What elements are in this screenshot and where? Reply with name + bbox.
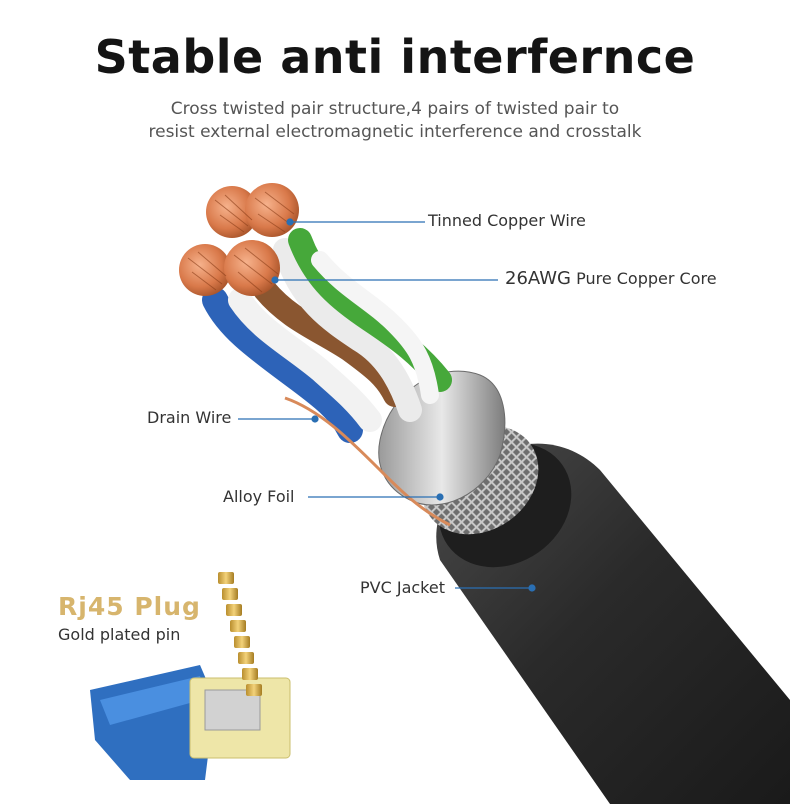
white-pair-2 [273, 238, 422, 422]
page-subtitle: Cross twisted pair structure,4 pairs of … [0, 98, 790, 144]
callout-lines [238, 218, 536, 592]
alloy-foil-label: Alloy Foil [223, 487, 295, 506]
gold-pins [218, 572, 262, 696]
subtitle-line-2: resist external electromagnetic interfer… [148, 122, 642, 142]
white-pair-3 [311, 251, 439, 404]
drain-wire [284, 396, 451, 527]
plug-title: Rj45 Plug [58, 592, 201, 621]
copper-strands [179, 183, 299, 296]
rj45-plug [90, 572, 291, 780]
blue-pair [202, 287, 363, 443]
pvc-jacket-label: PVC Jacket [360, 578, 445, 597]
plug-subtitle: Gold plated pin [58, 625, 181, 644]
tinned-copper-label: Tinned Copper Wire [428, 211, 586, 230]
page-title: Stable anti interfernce [94, 30, 696, 84]
drain-wire-label: Drain Wire [147, 408, 232, 427]
core-gauge: 26AWG [505, 268, 571, 289]
subtitle-line-1: Cross twisted pair structure,4 pairs of … [170, 99, 620, 119]
copper-core-label: 26AWG Pure Copper Core [505, 268, 717, 289]
white-pair-1 [228, 288, 382, 432]
core-text: Pure Copper Core [576, 269, 717, 288]
